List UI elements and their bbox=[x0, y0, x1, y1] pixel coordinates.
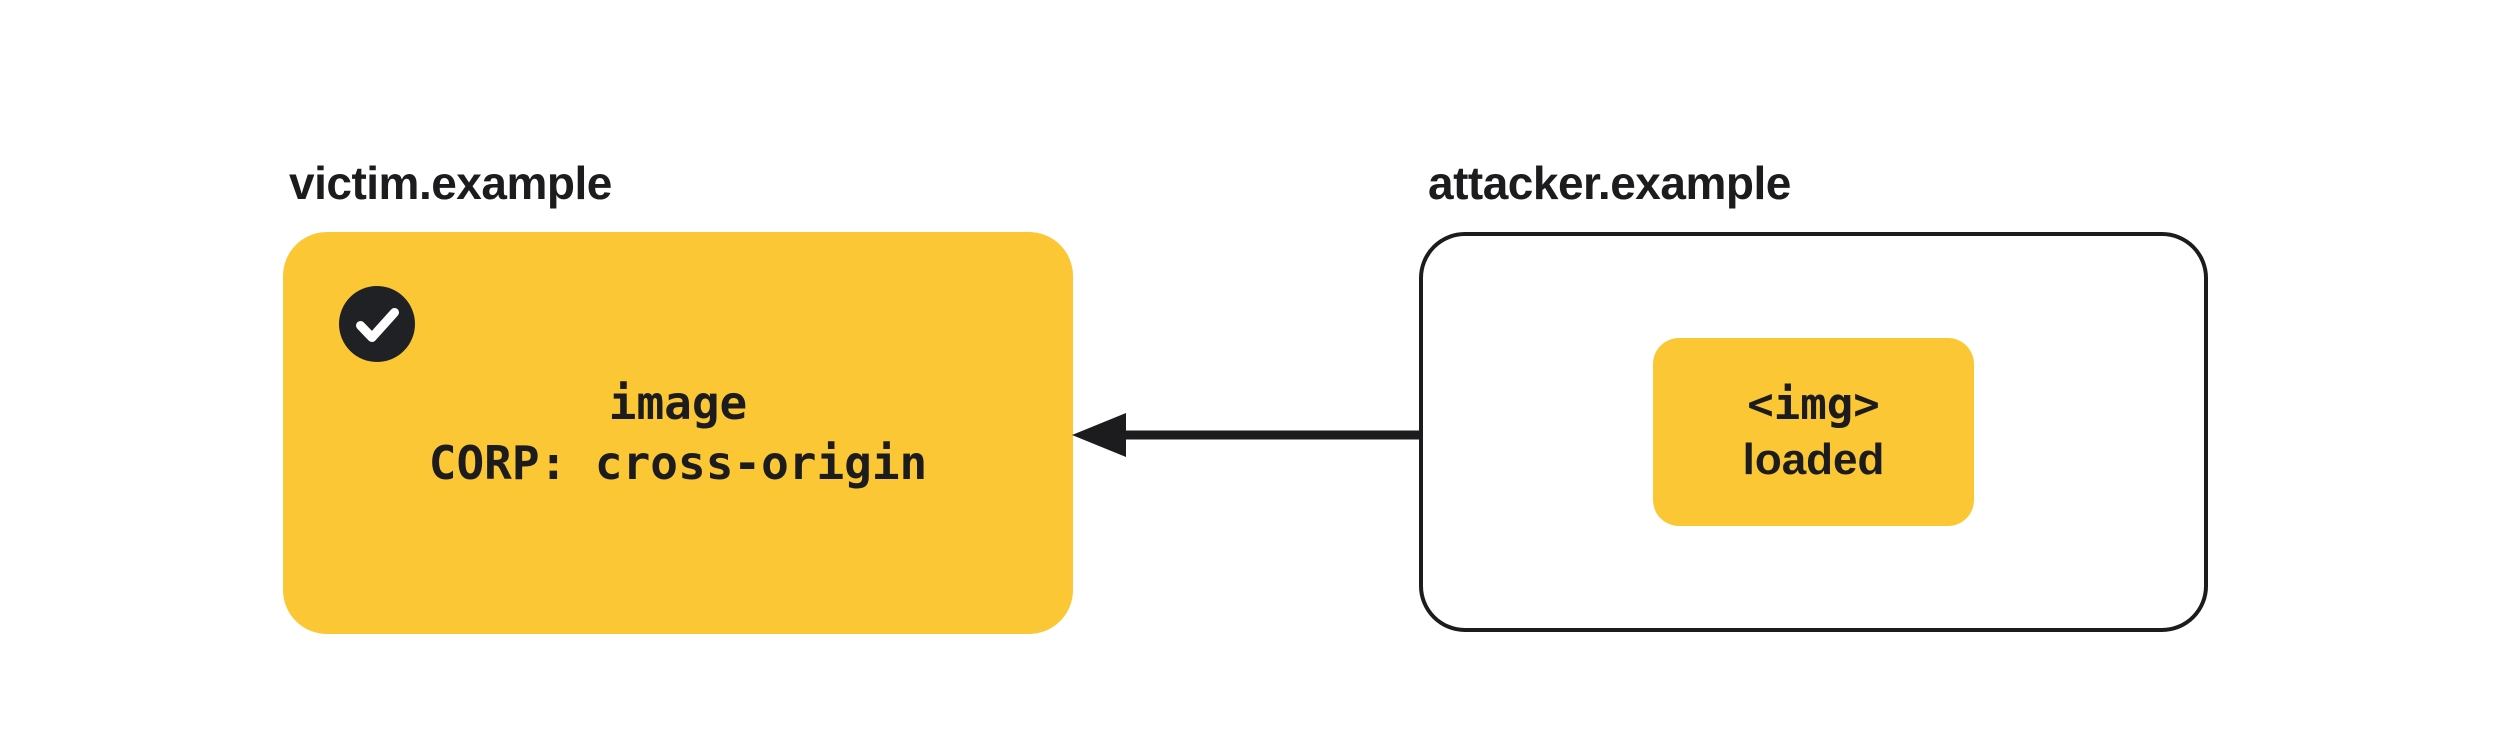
img-status-line: loaded bbox=[1742, 435, 1885, 484]
attacker-origin-box: <img> loaded bbox=[1419, 232, 2208, 632]
victim-origin-box: image CORP: cross-origin bbox=[283, 232, 1073, 634]
attacker-domain-label: attacker.example bbox=[1428, 157, 1791, 209]
check-icon bbox=[339, 286, 415, 362]
left-arrow-icon bbox=[1072, 413, 1658, 457]
victim-corp-header-line: CORP: cross-origin bbox=[428, 436, 928, 490]
victim-domain-label: victim.example bbox=[289, 157, 612, 209]
victim-resource-line: image bbox=[608, 376, 748, 430]
img-tag-line: <img> bbox=[1747, 379, 1880, 430]
img-loaded-box: <img> loaded bbox=[1653, 338, 1974, 526]
